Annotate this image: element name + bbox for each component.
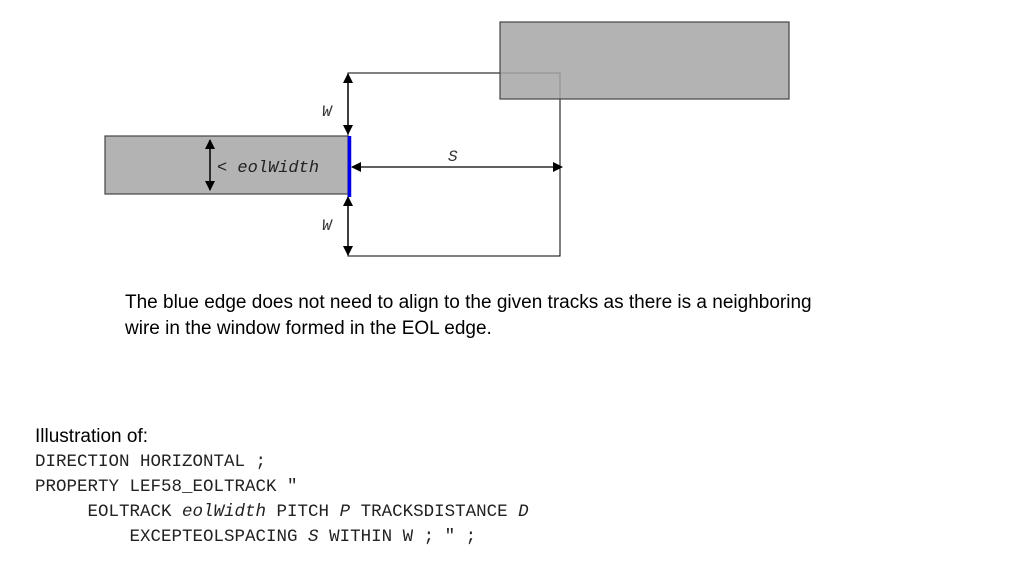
eol-width-label: < eolWidth	[217, 159, 319, 178]
w-top-label: W	[322, 103, 333, 121]
neighbor-wire	[499, 21, 790, 100]
code-block: DIRECTION HORIZONTAL ; PROPERTY LEF58_EOL…	[35, 450, 529, 550]
eol-wire	[104, 135, 349, 195]
code-line: DIRECTION HORIZONTAL ;	[35, 450, 529, 475]
caption-line-1: The blue edge does not need to align to …	[125, 292, 812, 313]
code-keyword: WITHIN W ; " ;	[318, 527, 477, 547]
code-line: EOLTRACK eolWidth PITCH P TRACKSDISTANCE…	[35, 500, 529, 525]
code-line: PROPERTY LEF58_EOLTRACK "	[35, 475, 529, 500]
illustration-heading: Illustration of:	[35, 426, 148, 447]
code-keyword: PROPERTY LEF58_EOLTRACK "	[35, 477, 298, 497]
w-bottom-label: W	[322, 217, 333, 235]
eol-diagram: W W < eolWidth S	[104, 21, 790, 257]
code-keyword: TRACKSDISTANCE	[350, 502, 519, 522]
code-line: EXCEPTEOLSPACING S WITHIN W ; " ;	[35, 525, 529, 550]
caption: The blue edge does not need to align to …	[125, 290, 925, 342]
spacing-label: S	[448, 148, 458, 166]
code-keyword: EXCEPTEOLSPACING	[129, 527, 309, 547]
code-keyword: PITCH	[266, 502, 340, 522]
code-keyword: EOLTRACK	[87, 502, 183, 522]
code-param: P	[339, 502, 351, 522]
code-param: eolWidth	[182, 502, 267, 522]
caption-line-2: wire in the window formed in the EOL edg…	[125, 318, 492, 339]
code-param: S	[308, 527, 319, 547]
code-keyword: DIRECTION HORIZONTAL ;	[35, 452, 267, 472]
code-param: D	[518, 502, 529, 522]
